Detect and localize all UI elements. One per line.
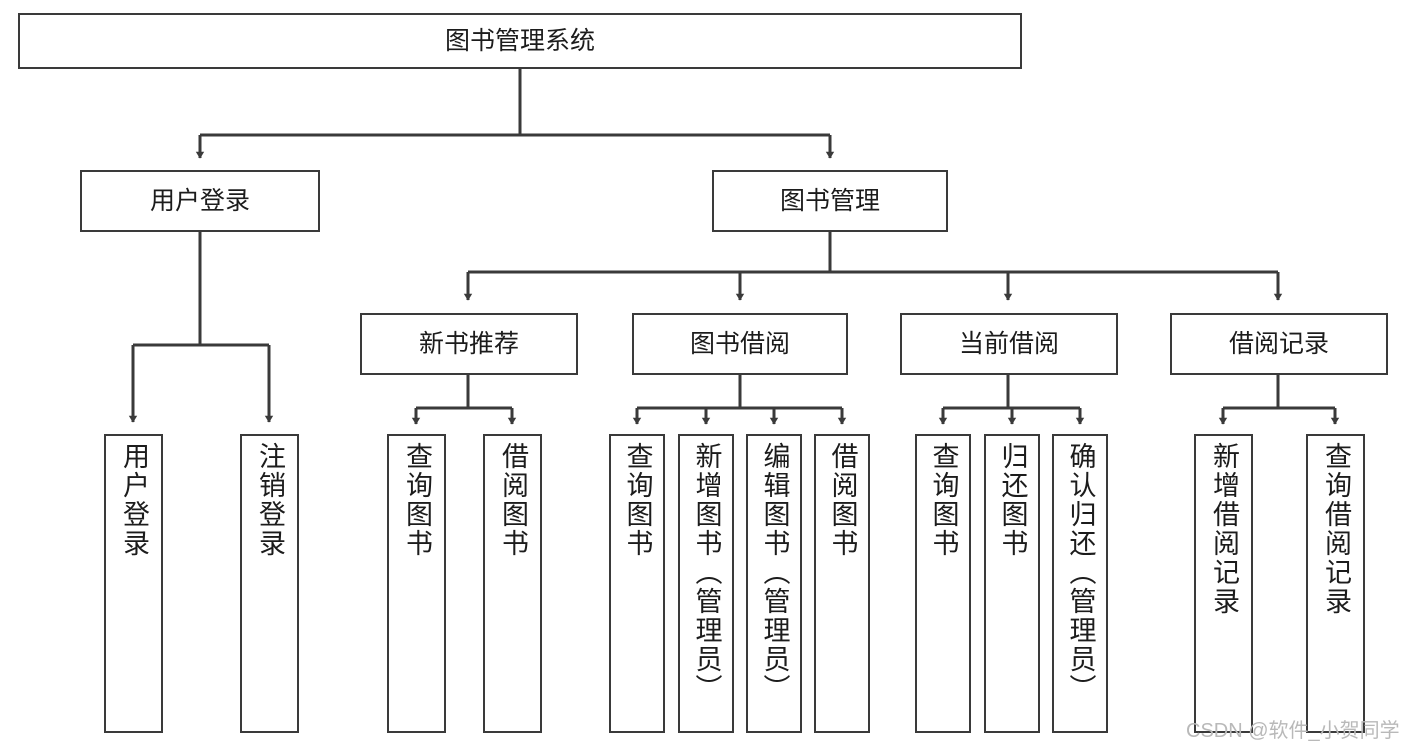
leaf-borrow-book[interactable]: 借阅图书: [814, 434, 870, 733]
leaf-query-book-borrow-label: 查询图书: [622, 442, 653, 558]
csdn-watermark: CSDN @软件_小贺同学: [1186, 720, 1400, 742]
leaf-edit-book[interactable]: 编辑图书（管理员）: [746, 434, 802, 733]
node-user-login[interactable]: 用户登录: [80, 170, 320, 232]
leaf-query-record-label: 查询借阅记录: [1321, 442, 1351, 616]
leaf-borrow-book-label: 借阅图书: [827, 442, 858, 558]
node-book-manage[interactable]: 图书管理: [712, 170, 948, 232]
leaf-query-book-cur[interactable]: 查询图书: [915, 434, 971, 733]
leaf-query-book-rec-label: 查询图书: [402, 442, 432, 558]
leaf-query-book-rec[interactable]: 查询图书: [387, 434, 446, 733]
node-borrow-record-label: 借阅记录: [1228, 330, 1329, 358]
leaf-query-book-borrow[interactable]: 查询图书: [609, 434, 665, 733]
node-borrow-record[interactable]: 借阅记录: [1170, 313, 1388, 375]
node-book-borrow[interactable]: 图书借阅: [632, 313, 848, 375]
node-book-borrow-label: 图书借阅: [689, 330, 790, 358]
leaf-user-login-label: 用户登录: [119, 442, 149, 558]
node-root-label: 图书管理系统: [444, 27, 595, 55]
leaf-query-record[interactable]: 查询借阅记录: [1306, 434, 1365, 733]
node-root[interactable]: 图书管理系统: [18, 13, 1022, 69]
leaf-return-book-label: 归还图书: [997, 442, 1028, 558]
node-new-book-rec[interactable]: 新书推荐: [360, 313, 578, 375]
leaf-add-record[interactable]: 新增借阅记录: [1194, 434, 1253, 733]
leaf-add-record-label: 新增借阅记录: [1209, 442, 1239, 616]
leaf-confirm-return-label: 确认归还（管理员）: [1065, 442, 1096, 703]
leaf-logout[interactable]: 注销登录: [240, 434, 299, 733]
leaf-logout-label: 注销登录: [255, 442, 285, 558]
leaf-query-book-cur-label: 查询图书: [928, 442, 959, 558]
leaf-edit-book-label: 编辑图书（管理员）: [759, 442, 790, 703]
node-new-book-rec-label: 新书推荐: [418, 330, 519, 358]
leaf-borrow-book-rec[interactable]: 借阅图书: [483, 434, 542, 733]
node-book-manage-label: 图书管理: [779, 187, 880, 215]
leaf-user-login[interactable]: 用户登录: [104, 434, 163, 733]
node-current-borrow-label: 当前借阅: [958, 330, 1059, 358]
node-user-login-label: 用户登录: [149, 187, 250, 215]
leaf-confirm-return[interactable]: 确认归还（管理员）: [1052, 434, 1108, 733]
leaf-borrow-book-rec-label: 借阅图书: [498, 442, 528, 558]
node-current-borrow[interactable]: 当前借阅: [900, 313, 1118, 375]
leaf-return-book[interactable]: 归还图书: [984, 434, 1040, 733]
leaf-add-book-label: 新增图书（管理员）: [691, 442, 722, 703]
leaf-add-book[interactable]: 新增图书（管理员）: [678, 434, 734, 733]
